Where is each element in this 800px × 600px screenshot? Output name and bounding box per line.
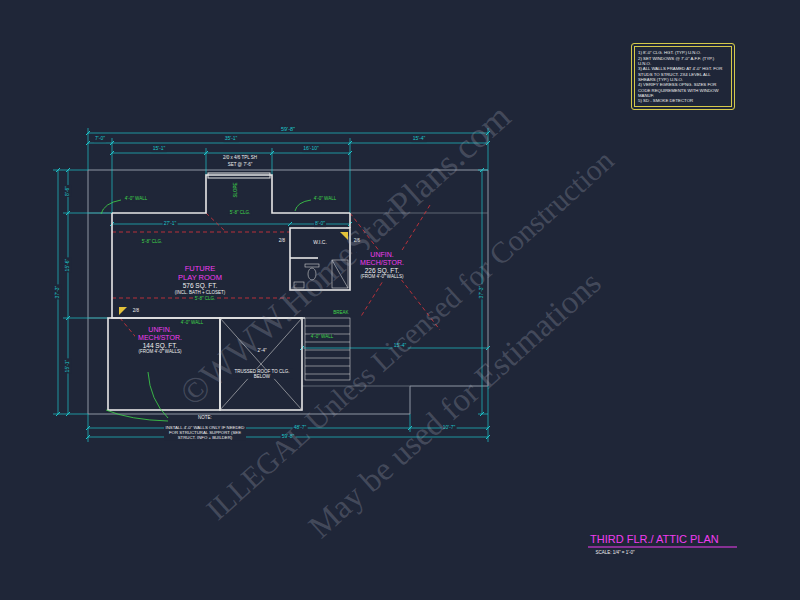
room-label: UNFIN. MECH/STOR.144 SQ. FT.(FROM 4'-0" … xyxy=(135,325,185,355)
left-dimension xyxy=(53,170,112,414)
ceiling-callout: 5'-8" CLG. xyxy=(141,239,164,244)
window-tag: 2/0 x 4/6 TPL SH xyxy=(222,155,258,160)
room-label: UNFIN. MECH/STOR.226 SQ. FT.(FROM 4'-0" … xyxy=(357,250,407,280)
stair-treads xyxy=(305,326,350,374)
note-heading: NOTE: xyxy=(197,415,213,420)
room-area: 576 SQ. FT. xyxy=(175,282,226,289)
plan-title: THIRD FLR./ ATTIC PLAN xyxy=(590,533,719,545)
dimension-label: 15'-6" xyxy=(65,258,71,273)
wall-callout: 4'-0" WALL xyxy=(313,196,337,201)
room-name: FUTURE PLAY ROOM xyxy=(176,265,224,282)
dimension-label: 15'-4" xyxy=(412,136,427,142)
dimension-label: 59'-8" xyxy=(280,126,296,132)
dimension-label: 27'-1" xyxy=(163,221,178,227)
room-label: FUTURE PLAY ROOM576 SQ. FT.(INCL. BATH +… xyxy=(173,264,228,295)
dimension-label: 8'-0" xyxy=(314,221,326,227)
dimension-label: 37'-3" xyxy=(55,285,61,300)
ceiling-callout: 5'-8" CLG. xyxy=(229,210,252,215)
room-area: (FROM 4'-0" WALLS) xyxy=(359,274,405,279)
note-line: 1) 8'-0" CLG. HGT. (TYP.) U.N.O. xyxy=(638,50,728,55)
wall-callout: 4'-0" WALL xyxy=(310,334,334,339)
dimension-label: 7'-0" xyxy=(94,136,106,142)
dimension-label: 8'-6" xyxy=(65,185,71,197)
window-tag: SET @ 7'-6" xyxy=(227,162,254,167)
dimension-label: 35'-1" xyxy=(224,136,239,142)
note-text: INSTALL 4'-0" WALLS ONLY IF NEEDED FOR S… xyxy=(164,426,246,441)
leader-line xyxy=(101,200,121,214)
note-line: 3) ALL WALLS FRAMED AT 4'-0" HGT. FOR ST… xyxy=(638,66,728,81)
note-line: 2) SET WINDOWS @ 7'-0" A.F.F. (TYP.) U.N… xyxy=(638,56,728,66)
wall-callout: 4'-0" WALL xyxy=(124,196,148,201)
title-underline xyxy=(588,547,737,548)
leader-line xyxy=(295,200,311,211)
general-notes-box: 1) 8'-0" CLG. HGT. (TYP.) U.N.O.2) SET W… xyxy=(631,43,735,110)
room-area: (FROM 4'-0" WALLS) xyxy=(137,349,183,354)
dimension-label: 15'-1" xyxy=(65,359,71,374)
window-symbol xyxy=(208,173,270,178)
closet-label: W.I.C. xyxy=(311,239,329,247)
note-line: 5) SD - SMOKE DETECTOR xyxy=(638,98,728,103)
room-name: UNFIN. MECH/STOR. xyxy=(137,326,183,342)
room-name: UNFIN. MECH/STOR. xyxy=(359,251,405,267)
leader-line xyxy=(148,372,168,418)
dimension-label: 15'-1" xyxy=(152,146,167,152)
room-area: 226 SQ. FT. xyxy=(359,267,405,274)
room-area: 144 SQ. FT. xyxy=(137,342,183,349)
leader-line xyxy=(106,410,168,421)
room-name: W.I.C. xyxy=(313,240,327,246)
scale-note: SCALE: 1/4" = 1'-0" xyxy=(594,550,635,555)
dimension-label: 16'-10" xyxy=(302,146,320,152)
slope-note: SLOPE xyxy=(233,181,238,198)
ceiling-callout: 5'-8" CLG. xyxy=(194,296,217,301)
door-tag: 2/8 xyxy=(278,238,286,243)
stair-note: BREAK xyxy=(332,310,349,315)
note-line: 4) VERIFY EGRESS OPNG. SIZES FOR CODE RE… xyxy=(638,82,728,97)
door-tag: 2/8 xyxy=(132,308,140,313)
room-area: (INCL. BATH + CLOSET) xyxy=(175,290,226,295)
door-swing xyxy=(119,307,127,315)
